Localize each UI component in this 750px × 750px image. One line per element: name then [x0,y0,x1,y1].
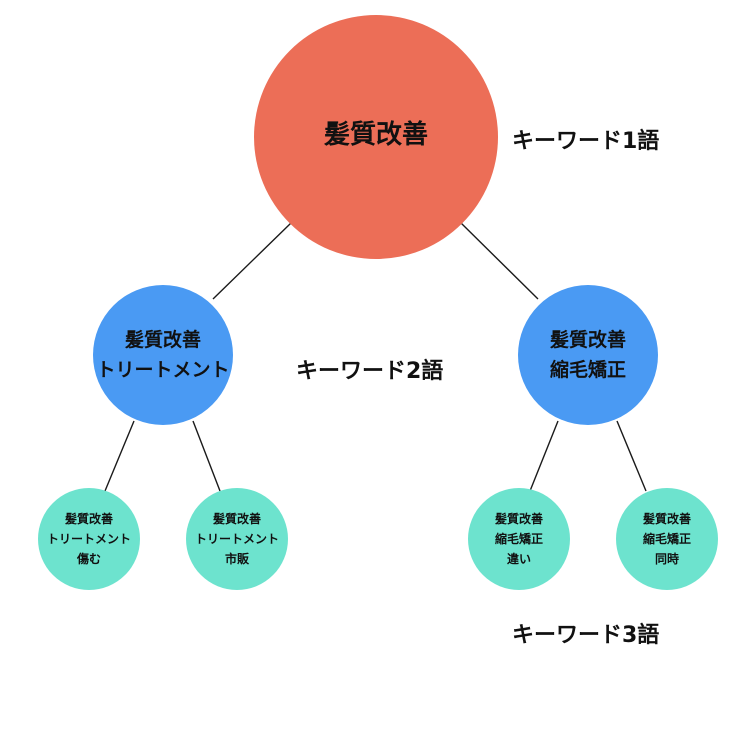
level3-node-straightening-difference: 髪質改善 縮毛矯正 違い [468,488,570,590]
node-line: トリートメント [194,532,279,546]
level3-node-straightening-simultaneous: 髪質改善 縮毛矯正 同時 [616,488,718,590]
edge-right-leaf3 [529,420,559,492]
node-line: 傷む [76,552,101,566]
node-line: トリートメント [96,359,230,381]
node-line: 同時 [654,552,679,566]
root-node: 髪質改善 [254,15,498,259]
level2-node-straightening: 髪質改善 縮毛矯正 [518,285,658,425]
node-line: 髪質改善 [549,329,626,351]
node-line: 髪質改善 [494,512,543,526]
level3-node-treatment-damage: 髪質改善 トリートメント 傷む [38,488,140,590]
node-line: トリートメント [46,532,131,546]
edge-left-leaf1 [104,420,135,492]
level-label-one-word: キーワード1語 [512,129,660,154]
node-line: 違い [506,552,531,566]
node-line: 髪質改善 [212,512,261,526]
root-node-line: 髪質改善 [323,119,428,150]
level3-node-treatment-retail: 髪質改善 トリートメント 市販 [186,488,288,590]
node-line: 髪質改善 [124,329,201,351]
edge-root-left [212,222,292,300]
node-line: 縮毛矯正 [549,359,626,381]
node-line: 市販 [224,552,249,566]
level-label-two-words: キーワード2語 [296,359,444,384]
edge-right-leaf4 [616,420,647,492]
node-line: 髪質改善 [64,512,113,526]
level2-node-treatment: 髪質改善 トリートメント [93,285,233,425]
level-label-three-words: キーワード3語 [512,623,660,648]
node-line: 縮毛矯正 [494,532,543,546]
edge-left-leaf2 [192,420,221,492]
node-line: 縮毛矯正 [642,532,691,546]
node-line: 髪質改善 [642,512,691,526]
edge-root-right [460,222,539,300]
